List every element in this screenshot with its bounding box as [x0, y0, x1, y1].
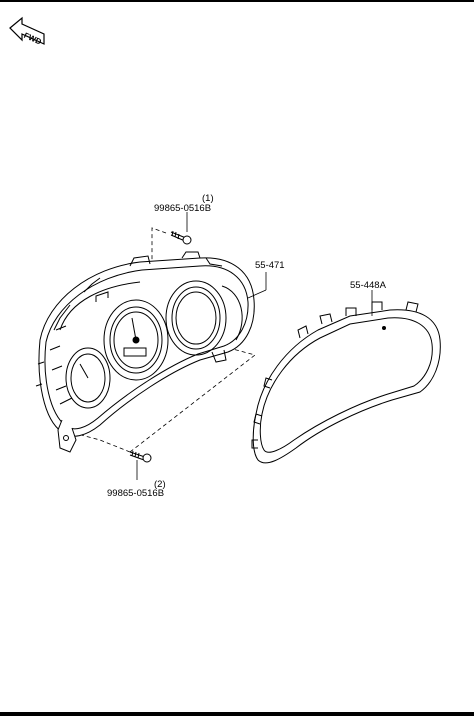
meter-cover [251, 301, 441, 464]
top-border [0, 0, 474, 2]
fwd-arrow-icon: FWD [9, 16, 45, 47]
cluster-leader [247, 289, 267, 299]
bottom-border [0, 712, 474, 716]
cover-part-label: 55-448A [350, 280, 387, 291]
cluster-part-label: 55-471 [255, 260, 285, 271]
screw-upper-part-label: 99865-0516B [154, 203, 211, 214]
screw-lower [129, 450, 152, 463]
screw-upper-index-label: (1) [202, 193, 214, 204]
screw-upper [170, 230, 192, 245]
screw-lower-part-label: 99865-0516B [107, 488, 164, 499]
instrument-cluster [35, 251, 255, 453]
screw-lower-index-label: (2) [154, 479, 166, 490]
